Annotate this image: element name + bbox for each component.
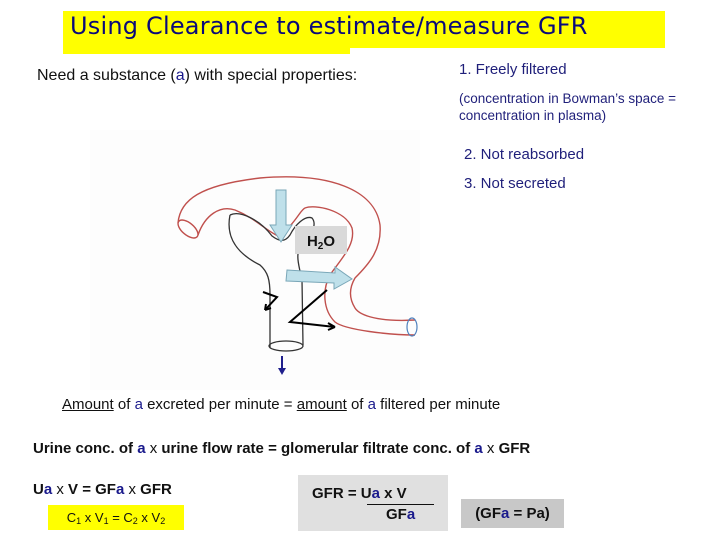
equation-symbols: Ua x V = GFa x GFR <box>33 481 172 498</box>
gfr-formula-denominator: GFa <box>386 506 416 523</box>
page-title: Using Clearance to estimate/measure GFR <box>70 12 588 40</box>
equation-concentration: Urine conc. of a x urine flow rate = glo… <box>33 440 531 457</box>
property-not-secreted: 3. Not secreted <box>464 175 566 192</box>
property-note: (concentration in Bowman’s space = conce… <box>459 91 676 123</box>
capillary-vessel <box>177 176 416 322</box>
nephron-diagram: H2O <box>90 130 420 390</box>
fraction-line <box>367 504 434 505</box>
tubule <box>228 214 271 348</box>
dilution-equation: C1 x V1 = C2 x V2 <box>48 505 184 530</box>
property-freely-filtered: 1. Freely filtered <box>459 61 567 78</box>
svg-text:H2O: H2O <box>307 233 335 252</box>
gfa-note-box: (GFa = Pa) <box>461 499 564 528</box>
title-highlight-tail <box>63 40 350 54</box>
gfr-formula-box <box>298 475 448 531</box>
property-not-reabsorbed: 2. Not reabsorbed <box>464 146 585 163</box>
gfr-formula-numerator: GFR = Ua x V <box>312 485 407 502</box>
intro-text: Need a substance (a) with special proper… <box>37 67 358 84</box>
equation-amount: Amount of a excreted per minute = amount… <box>62 396 501 413</box>
